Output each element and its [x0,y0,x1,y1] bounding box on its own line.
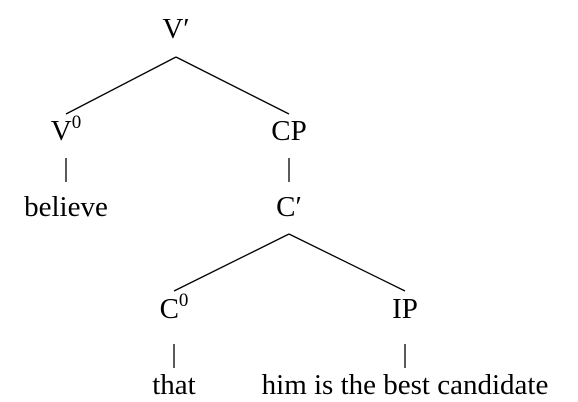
node-cp: CP [271,115,306,147]
leaf-that: that [152,369,196,401]
node-v-bar-label: V [162,13,183,45]
node-v0-superscript: 0 [72,112,82,133]
node-c-bar-label: C [276,191,295,223]
leaf-clause: him is the best candidate [262,369,549,401]
edge-vbar-v0 [65,56,177,115]
node-v0: V0 [51,112,81,147]
node-c0: C0 [160,290,189,325]
node-v-bar: V′ [162,13,189,45]
node-c-bar: C′ [276,191,302,223]
node-c0-label: C [160,293,179,325]
node-ip: IP [392,293,418,325]
node-c0-superscript: 0 [179,290,189,311]
edge-vbar-cp [175,56,290,115]
leaf-believe: believe [24,191,108,223]
edge-cbar-ip [288,233,406,292]
prime-mark: ′ [183,13,189,45]
edge-cbar-c0 [173,233,290,292]
prime-mark: ′ [296,191,302,223]
node-v0-label: V [51,115,72,147]
